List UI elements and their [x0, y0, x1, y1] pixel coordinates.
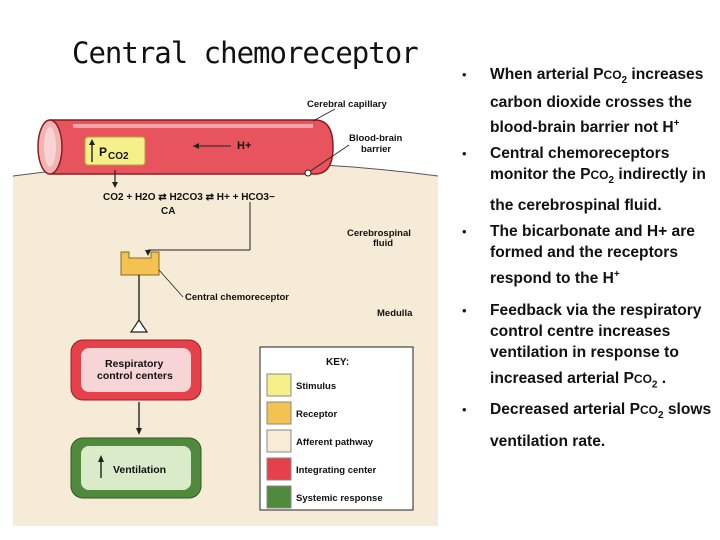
capillary-label: Cerebral capillary [307, 99, 387, 110]
bullet-list: •When arterial PCO2 increases carbon dio… [462, 64, 712, 457]
svg-text:KEY:: KEY: [326, 357, 349, 368]
svg-text:Ventilation: Ventilation [113, 464, 166, 476]
bullet-item: •Decreased arterial PCO2 slows ventilati… [462, 401, 712, 451]
svg-text:Receptor: Receptor [296, 409, 337, 420]
h-plus-label: H+ [237, 140, 251, 152]
stimulus-box [84, 136, 146, 166]
equation: CO2 + H2O ⇄ H2CO3 ⇄ H+ + HCO3− [103, 192, 275, 203]
svg-text:CO2: CO2 [108, 151, 129, 162]
slide-title: Central chemoreceptor [72, 36, 419, 70]
chemoreceptor-diagram: P CO2 H+ Cerebral capillary Blood-brain … [13, 90, 438, 526]
svg-text:Systemic response: Systemic response [296, 493, 383, 504]
svg-text:Cerebrospinal: Cerebrospinal [347, 228, 411, 239]
cerebral-capillary [37, 119, 334, 175]
key-entries: Stimulus Receptor Afferent pathway Integ… [266, 373, 383, 509]
receptor-box [120, 251, 160, 276]
bullet-item: •Feedback via the respiratory control ce… [462, 301, 702, 391]
svg-text:barrier: barrier [361, 144, 391, 155]
svg-text:Stimulus: Stimulus [296, 381, 336, 392]
bullet-item: •The bicarbonate and H+ are formed and t… [462, 223, 695, 288]
carbonic-anhydrase: CA [161, 206, 175, 217]
svg-text:Afferent pathway: Afferent pathway [296, 437, 374, 448]
medulla-label: Medulla [377, 308, 413, 319]
bullet-item: •Central chemoreceptors monitor the PCO2… [462, 144, 706, 215]
central-chemoreceptor-label: Central chemoreceptor [185, 292, 289, 303]
svg-text:control centers: control centers [97, 370, 173, 382]
svg-text:Blood-brain: Blood-brain [349, 133, 402, 144]
bullet-item: •When arterial PCO2 increases carbon dio… [462, 66, 704, 137]
svg-text:fluid: fluid [373, 238, 393, 249]
svg-text:Integrating center: Integrating center [296, 465, 377, 476]
svg-text:P: P [99, 145, 107, 159]
svg-text:Respiratory: Respiratory [105, 358, 164, 370]
